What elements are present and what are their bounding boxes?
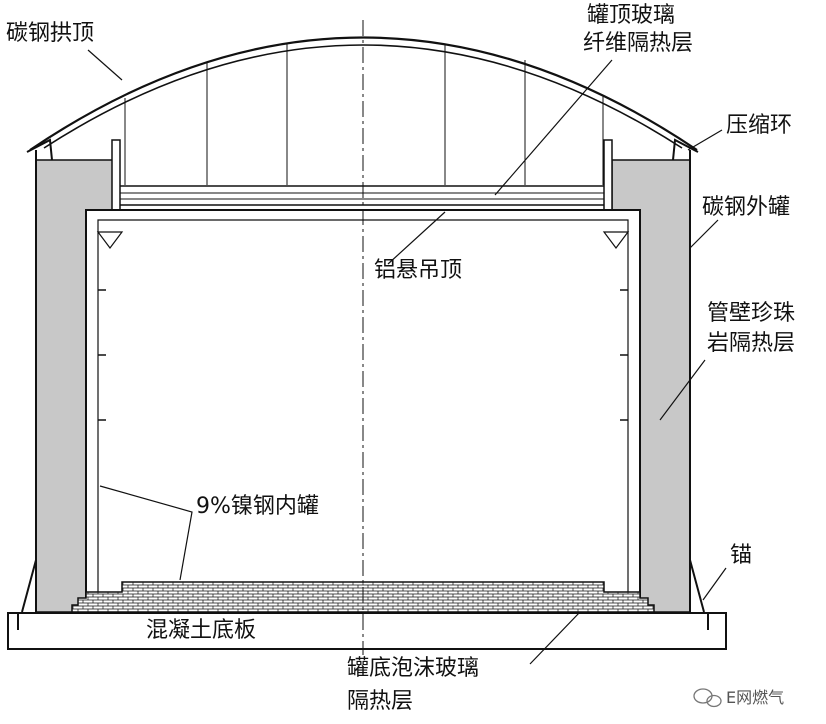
label-suspended-deck: 铝悬吊顶 [374,258,463,283]
label-bottom-insulation-1: 罐底泡沫玻璃 [347,656,480,681]
inner-tank-corner-left [96,231,124,249]
label-wall-insulation-1: 管壁珍珠 [707,301,796,326]
roof-support-left [111,139,121,211]
dome-roof-outer [29,36,698,151]
inner-tank-corner-right [602,231,630,249]
watermark-text: E网燃气 [726,688,785,707]
label-outer-tank: 碳钢外罐 [702,195,791,220]
roof-ribs [124,44,604,185]
label-anchor: 锚 [730,543,753,568]
roof-support-right [603,139,613,211]
label-carbon-steel-roof: 碳钢拱顶 [6,21,95,46]
wall-insulation-left [35,159,114,613]
label-inner-tank: 9%镍钢内罐 [196,494,319,519]
label-compression-ring: 压缩环 [726,113,793,138]
wall-stiffeners [98,289,628,421]
roof-insulation-layers [112,185,612,206]
anchor-right [689,559,709,630]
wechat-icon [693,688,722,708]
label-base-slab: 混凝土底板 [146,618,257,643]
dome-roof-inner [43,44,683,149]
label-roof-insulation-2: 纤维隔热层 [583,31,694,56]
label-roof-insulation-1: 罐顶玻璃 [587,3,676,28]
wall-insulation-right [611,159,691,613]
base-slab [7,612,727,650]
leader-lines [87,49,727,665]
label-wall-insulation-2: 岩隔热层 [707,331,796,356]
anchor-left [17,559,37,630]
label-bottom-insulation-2: 隔热层 [347,689,414,714]
